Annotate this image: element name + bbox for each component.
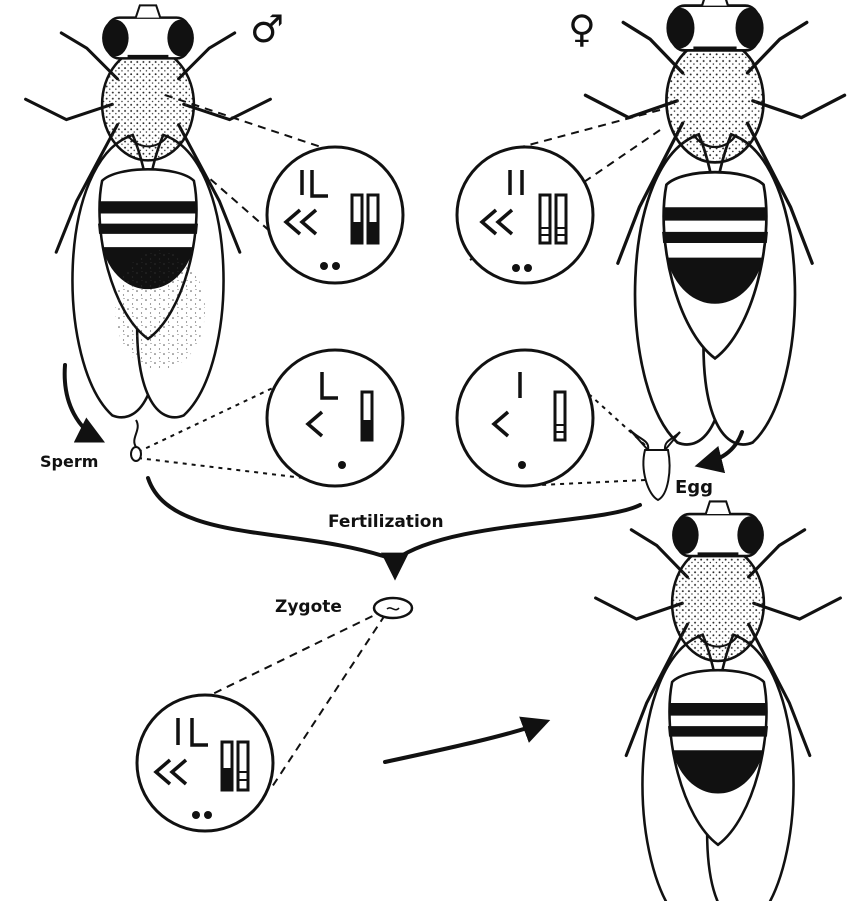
female-fly (585, 0, 844, 444)
fertilization-label: Fertilization (328, 512, 444, 532)
male-symbol: ♂ (250, 10, 284, 48)
zygote-label: Zygote (275, 597, 342, 617)
zygote-cell (374, 598, 412, 618)
zygote-karyotype-circle (137, 695, 273, 831)
egg-label: Egg (675, 477, 713, 498)
offspring-fly (596, 501, 841, 901)
male-wing-speckle (115, 250, 205, 370)
sperm-cell (131, 420, 141, 461)
male-karyotype-circle (267, 147, 403, 283)
female-karyotype-circle (457, 147, 593, 283)
sperm-karyotype-circle (267, 350, 403, 486)
female-symbol: ♀ (568, 10, 596, 48)
egg-cell (630, 430, 680, 500)
egg-karyotype-circle (457, 350, 593, 486)
sperm-label: Sperm (40, 452, 98, 471)
